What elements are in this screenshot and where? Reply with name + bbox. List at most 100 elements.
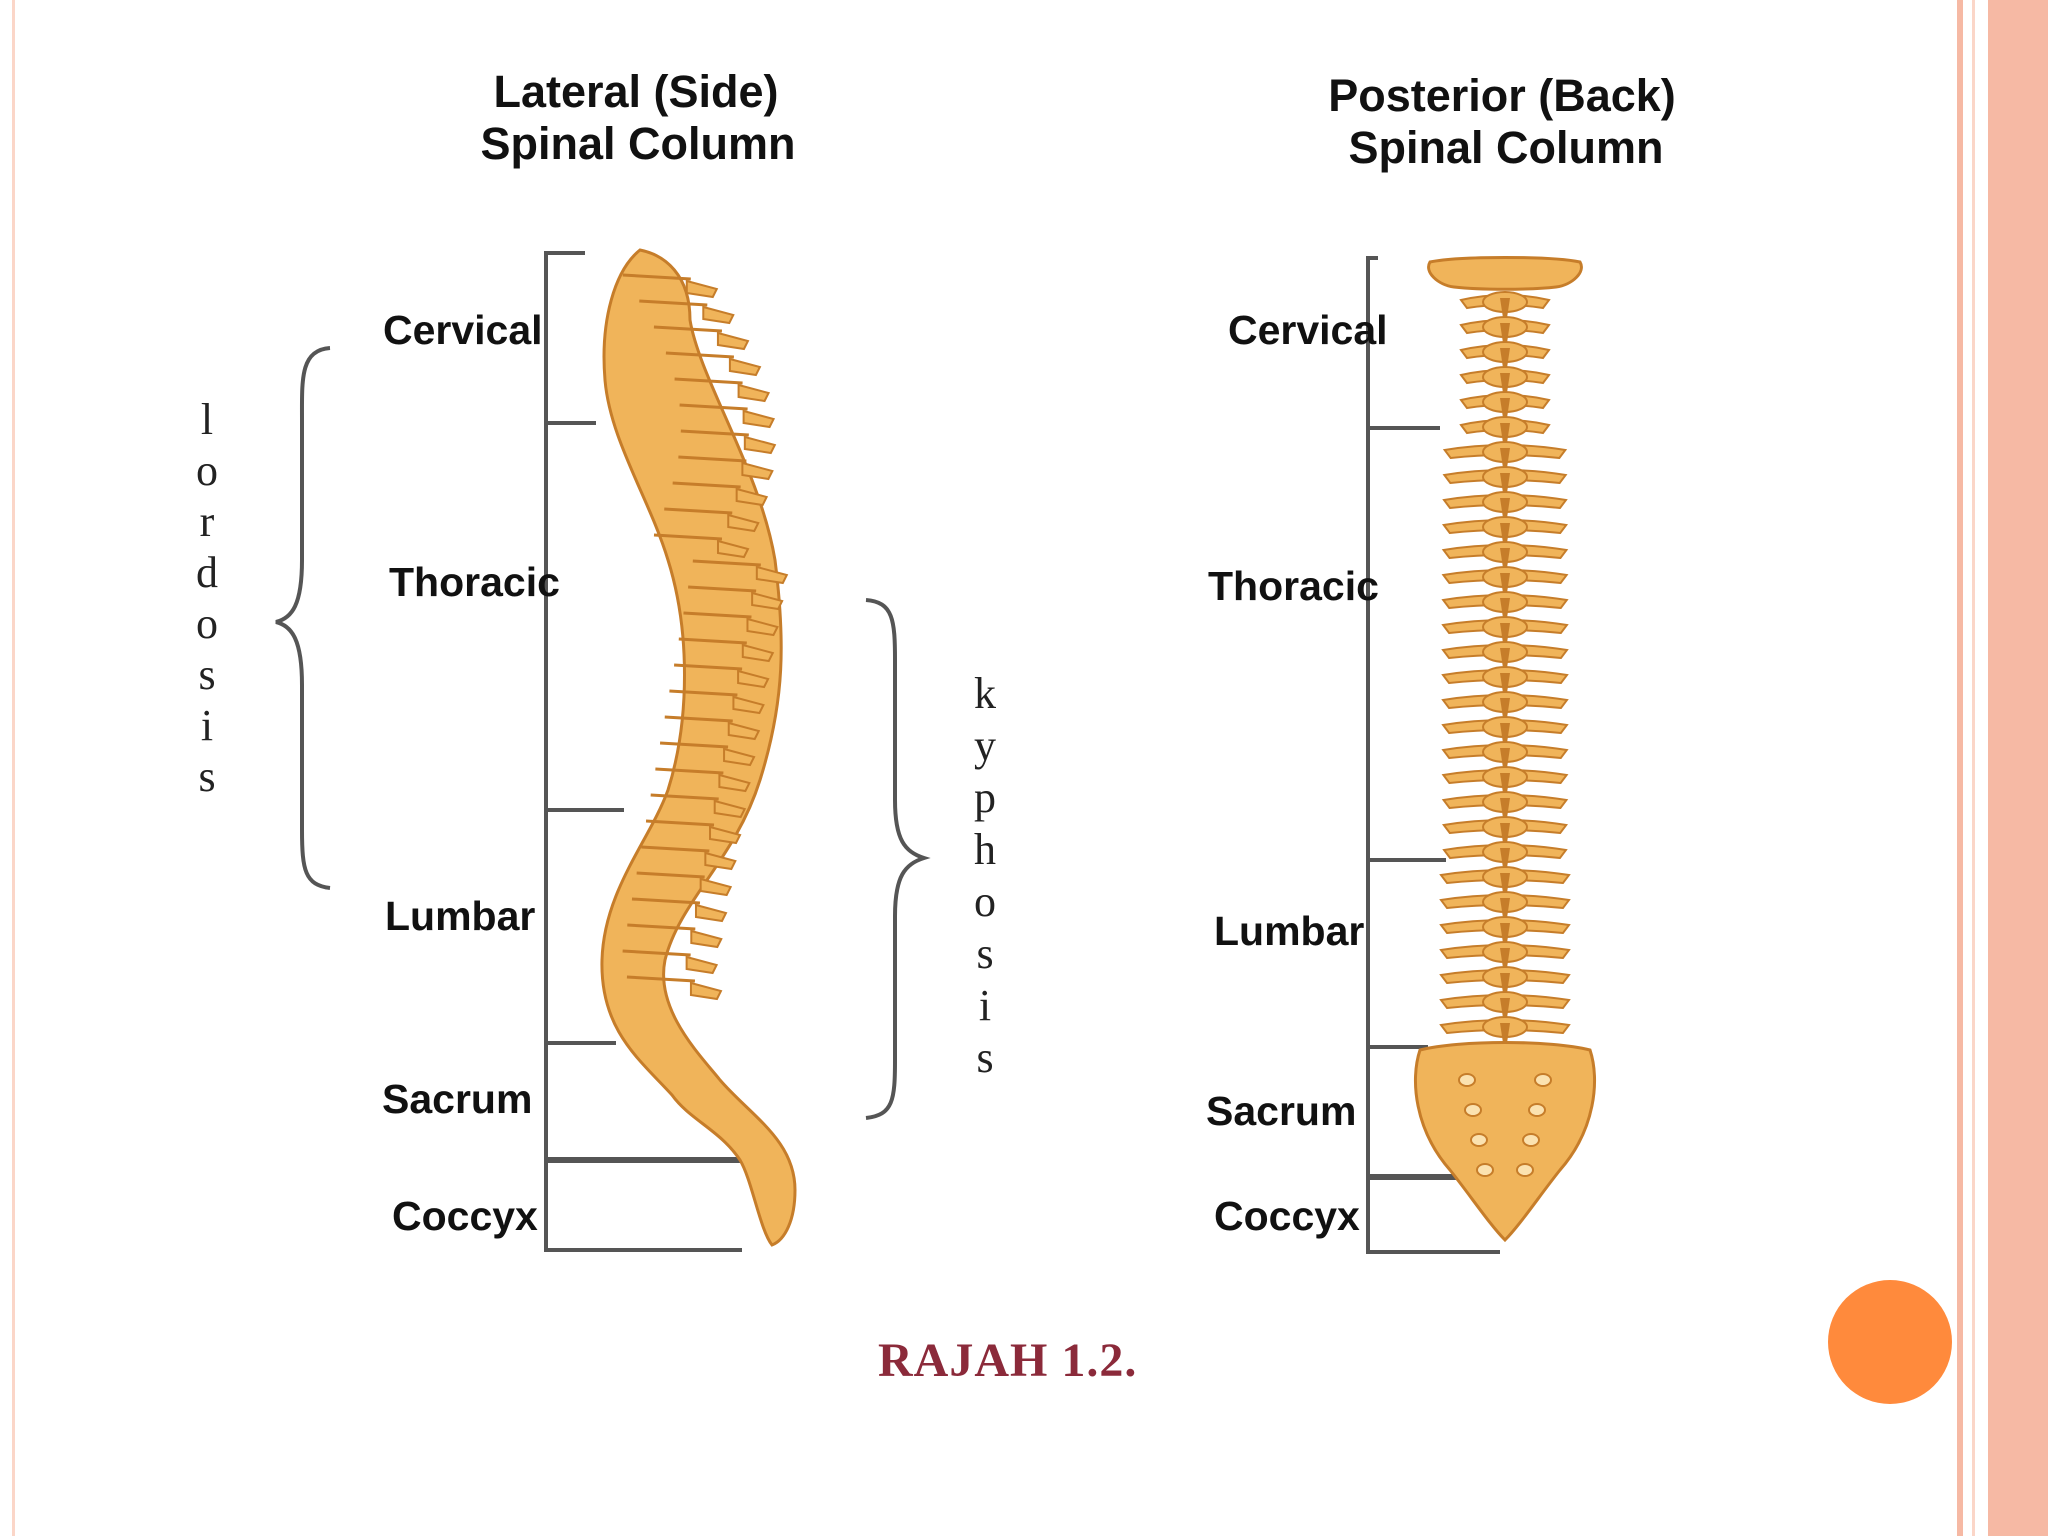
svg-text:d: d: [196, 548, 218, 597]
sacral-foramen: [1464, 1103, 1482, 1117]
lateral-spinous-process: [751, 591, 784, 611]
lateral-vertebra-separator: [678, 637, 747, 645]
posterior-vertebra: [1459, 366, 1551, 393]
lateral-title-line2: Spinal Column: [481, 118, 796, 169]
lateral-spinous-process: [735, 487, 769, 507]
lateral-label-coccyx: Coccyx: [392, 1193, 538, 1239]
lateral-spinous-process: [732, 695, 765, 715]
lateral-vertebra-separator: [665, 351, 734, 359]
kyphosis-text: k y p h o s i s: [974, 669, 996, 1082]
lateral-title-line1: Lateral (Side): [493, 66, 778, 117]
posterior-vertebra: [1439, 1016, 1571, 1043]
lateral-vertebra-separator: [683, 611, 752, 619]
posterior-title-line1: Posterior (Back): [1328, 70, 1676, 121]
lateral-vertebra-separator: [650, 793, 719, 801]
lateral-vertebra-separator: [627, 923, 696, 931]
sacral-foramen: [1476, 1163, 1494, 1177]
svg-text:o: o: [974, 877, 996, 926]
figure-caption: RAJAH 1.2.: [878, 1334, 1138, 1387]
lateral-vertebra-separator: [678, 455, 747, 463]
lateral-spinous-process: [728, 357, 762, 377]
lateral-vertebra-separator: [653, 533, 723, 541]
frame-border-right: [1988, 0, 2048, 1536]
svg-text:h: h: [974, 825, 996, 874]
posterior-vertebra: [1442, 841, 1568, 868]
lateral-region-bracket: [544, 251, 765, 1252]
posterior-sacral-foramina: [1458, 1073, 1552, 1177]
posterior-vertebra: [1441, 791, 1569, 818]
posterior-vertebra: [1441, 591, 1569, 618]
lateral-vertebrae: [622, 273, 789, 1001]
sacral-foramen: [1458, 1073, 1476, 1087]
posterior-vertebra: [1439, 866, 1571, 893]
lateral-spinous-process: [737, 383, 771, 403]
lateral-vertebra-separator: [622, 949, 691, 957]
posterior-vertebra: [1441, 666, 1569, 693]
lateral-spinous-process: [685, 279, 719, 299]
posterior-vertebra: [1442, 466, 1568, 493]
svg-text:i: i: [979, 981, 991, 1030]
svg-text:o: o: [196, 599, 218, 648]
lateral-spinous-process: [716, 331, 750, 351]
svg-text:r: r: [200, 497, 215, 546]
posterior-vertebra: [1441, 516, 1569, 543]
lateral-vertebra-separator: [626, 975, 696, 983]
posterior-vertebra: [1442, 441, 1568, 468]
sacral-foramen: [1470, 1133, 1488, 1147]
svg-text:o: o: [196, 446, 218, 495]
kyphosis-brace: [865, 598, 931, 1120]
lateral-vertebra-separator: [669, 689, 738, 697]
lateral-spinous-process: [709, 825, 742, 845]
lateral-spinous-process: [755, 565, 789, 585]
posterior-vertebra: [1441, 816, 1569, 843]
lateral-label-cervical: Cervical: [383, 307, 543, 353]
lateral-vertebra-separator: [664, 507, 733, 515]
posterior-vertebra: [1439, 916, 1571, 943]
lateral-vertebra-separator: [680, 429, 749, 437]
posterior-vertebra: [1441, 691, 1569, 718]
lateral-vertebra-separator: [631, 897, 701, 905]
posterior-region-bracket: [1366, 256, 1500, 1254]
lateral-vertebra-separator: [653, 325, 723, 333]
lateral-spinous-process: [743, 435, 777, 455]
svg-text:p: p: [974, 773, 996, 822]
lateral-spinous-process: [704, 851, 737, 871]
posterior-vertebra: [1441, 566, 1569, 593]
posterior-vertebrae: [1439, 291, 1571, 1043]
posterior-label-lumbar: Lumbar: [1214, 908, 1364, 954]
lateral-vertebra-separator: [636, 871, 705, 879]
svg-text:i: i: [201, 701, 213, 750]
posterior-vertebra: [1459, 316, 1551, 343]
lateral-vertebra-separator: [674, 377, 743, 385]
sacral-foramen: [1516, 1163, 1534, 1177]
lateral-spinous-process: [737, 669, 770, 689]
posterior-vertebra: [1441, 741, 1569, 768]
lateral-vertebra-separator: [688, 585, 757, 593]
lateral-vertebra-separator: [622, 273, 691, 281]
posterior-vertebra: [1459, 341, 1551, 368]
lateral-spinous-process: [741, 643, 775, 663]
lateral-vertebra-separator: [679, 403, 748, 411]
lateral-spinous-process: [690, 929, 723, 949]
svg-text:s: s: [976, 1033, 993, 1082]
posterior-sacrum: [1414, 1041, 1596, 1243]
lateral-spinous-process: [727, 721, 761, 741]
lateral-spinous-process: [718, 773, 751, 793]
posterior-vertebra: [1439, 966, 1571, 993]
lateral-spinous-process: [699, 877, 733, 897]
lateral-vertebra-separator: [674, 663, 743, 671]
posterior-vertebra: [1442, 491, 1568, 518]
frame-border-left: [1957, 0, 1963, 1536]
posterior-vertebra: [1459, 291, 1551, 318]
sacral-foramen: [1528, 1103, 1546, 1117]
posterior-vertebra: [1439, 941, 1571, 968]
svg-text:y: y: [974, 721, 996, 770]
lateral-spine: [600, 248, 797, 1247]
lateral-spinous-process: [685, 955, 719, 975]
decorative-orb: [1828, 1280, 1952, 1404]
svg-text:s: s: [198, 752, 215, 801]
posterior-label-thoracic: Thoracic: [1208, 563, 1379, 609]
lateral-spinous-process: [746, 617, 779, 637]
posterior-vertebra: [1459, 416, 1551, 443]
posterior-vertebra: [1439, 891, 1571, 918]
